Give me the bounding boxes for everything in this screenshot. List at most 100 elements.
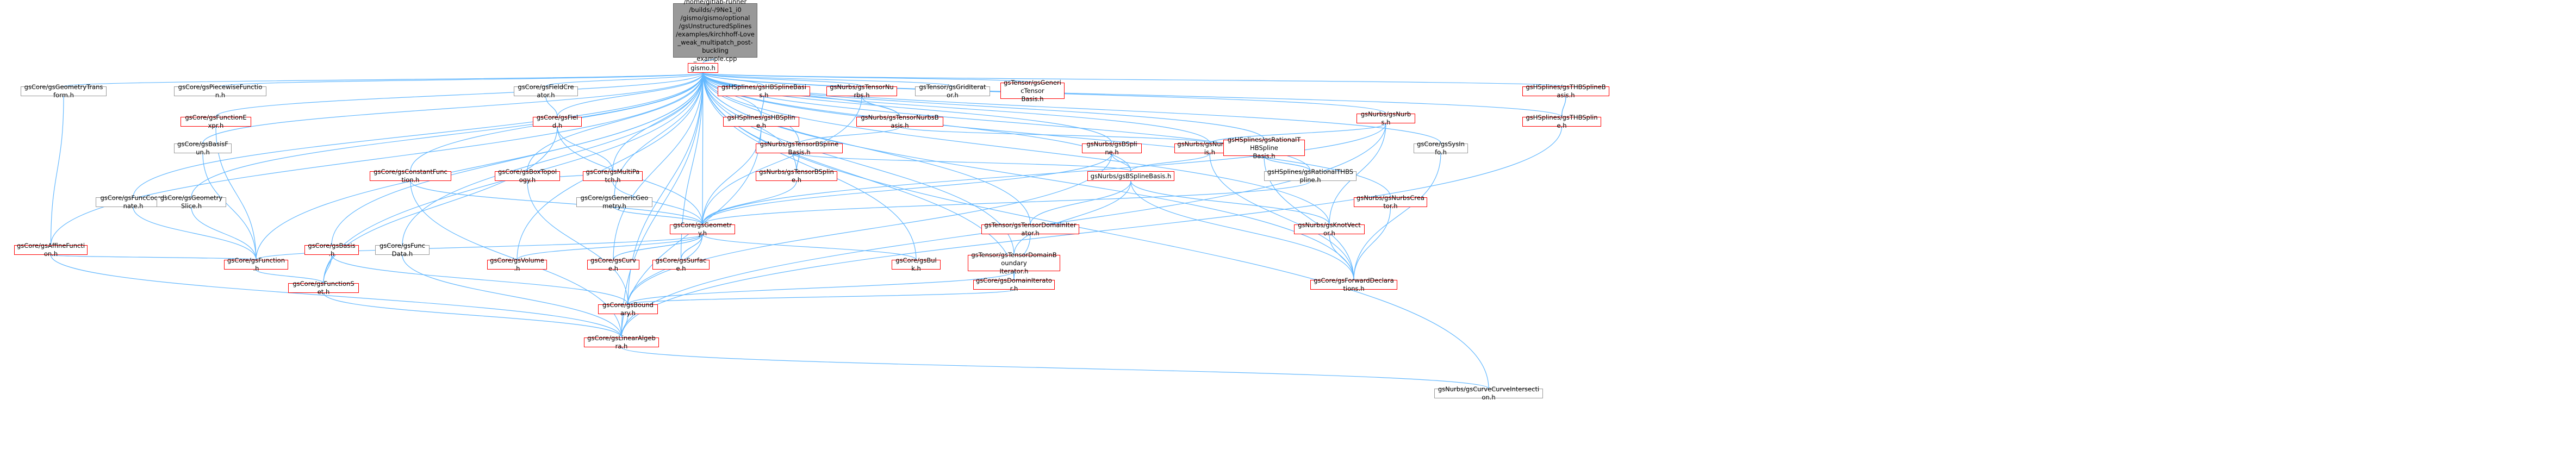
node-tensorDomBound[interactable]: gsTensor/gsTensorDomainBoundary Iterator… bbox=[968, 251, 1060, 275]
node-function[interactable]: gsCore/gsFunction.h bbox=[224, 257, 288, 272]
edge-domIter-to-boundary bbox=[627, 289, 1015, 305]
node-affine[interactable]: gsCore/gsAffineFunction.h bbox=[14, 242, 88, 258]
edge-geometry-to-volume bbox=[517, 234, 703, 260]
edge-gismo-to-boxTopo bbox=[527, 72, 704, 172]
edge-thbSpline-to-thbBasis bbox=[1561, 96, 1566, 117]
edge-affine-to-linAlg bbox=[50, 254, 622, 338]
node-volume[interactable]: gsCore/gsVolume.h bbox=[487, 257, 547, 272]
node-constFunc[interactable]: gsCore/gsConstantFunction.h bbox=[370, 168, 451, 184]
edge-gismo-to-basis bbox=[331, 72, 704, 246]
node-tensorDomIter[interactable]: gsTensor/gsTensorDomainIterator.h bbox=[981, 221, 1079, 237]
node-funcExpr[interactable]: gsCore/gsFunctionExpr.h bbox=[181, 114, 251, 129]
node-domIter[interactable]: gsCore/gsDomainIterator.h bbox=[973, 277, 1055, 292]
node-bspline[interactable]: gsNurbs/gsBSpline.h bbox=[1082, 140, 1142, 156]
node-label: gsTensor/gsTensorDomainBoundary Iterator… bbox=[971, 251, 1057, 275]
node-bsplineBasis[interactable]: gsNurbs/gsBSplineBasis.h bbox=[1087, 171, 1174, 181]
edge-gismo-to-geoTransform bbox=[63, 72, 704, 87]
node-field[interactable]: gsCore/gsField.h bbox=[533, 114, 582, 129]
node-bulk[interactable]: gsCore/gsBulk.h bbox=[892, 257, 941, 272]
node-hbsBasis[interactable]: gsHSplines/gsHBSplineBasis.h bbox=[718, 83, 810, 99]
node-label: gsNurbs/gsBSplineBasis.h bbox=[1090, 172, 1172, 180]
node-funcData[interactable]: gsCore/gsFuncData.h bbox=[375, 242, 430, 258]
node-gismo[interactable]: gismo.h bbox=[688, 63, 718, 73]
node-funcSet[interactable]: gsCore/gsFunctionSet.h bbox=[288, 280, 359, 296]
node-nurbs[interactable]: gsNurbs/gsNurbs.h bbox=[1357, 110, 1415, 126]
edge-bspline-to-bsplineBasis bbox=[1111, 153, 1131, 172]
node-label: gsCore/gsBasis.h bbox=[308, 242, 356, 258]
node-genericGeo[interactable]: gsCore/gsGenericGeometry.h bbox=[576, 194, 652, 210]
node-tensorBS[interactable]: gsNurbs/gsTensorBSpline.h bbox=[756, 168, 837, 184]
node-geoSlice[interactable]: gsCore/gsGeometrySlice.h bbox=[157, 194, 226, 210]
edge-boxTopo-to-boundary bbox=[527, 180, 629, 305]
node-linAlg[interactable]: gsCore/gsLinearAlgebra.h bbox=[584, 334, 659, 350]
node-label: gsCore/gsGeometrySlice.h bbox=[160, 194, 223, 210]
edge-function-to-funcSet bbox=[256, 269, 324, 284]
node-label: gsCore/gsFuncCoordinate.h bbox=[100, 194, 166, 210]
node-geoTransform[interactable]: gsCore/gsGeometryTransform.h bbox=[21, 83, 107, 99]
node-label: gsCore/gsBoundary.h bbox=[602, 301, 654, 317]
node-knotVector[interactable]: gsNurbs/gsKnotVector.h bbox=[1294, 221, 1365, 237]
node-ratTHBSpline[interactable]: gsHSplines/gsRationalTHBSpline.h bbox=[1264, 168, 1357, 184]
edge-fieldCreator-to-field bbox=[545, 96, 558, 117]
edge-geoSlice-to-function bbox=[191, 207, 257, 260]
edge-surface-to-geometry bbox=[680, 234, 703, 260]
node-label: gsCore/gsForwardDeclarations.h bbox=[1314, 277, 1394, 292]
node-label: gsCore/gsGeometry.h bbox=[673, 221, 732, 237]
edge-tensorBS-to-tensorBSBasis bbox=[796, 153, 800, 172]
edge-gismo-to-tensorDomBound bbox=[702, 72, 1015, 255]
edge-gismo-to-multiPatch bbox=[612, 72, 704, 172]
edge-basisFun-to-function bbox=[202, 153, 257, 260]
edge-tensorNurbs-to-geometry bbox=[702, 96, 862, 225]
node-curve[interactable]: gsCore/gsCurve.h bbox=[587, 257, 639, 272]
edge-geoTransform-to-affine bbox=[50, 96, 64, 246]
node-label: gsCore/gsDomainIterator.h bbox=[976, 277, 1052, 292]
node-funcCoord[interactable]: gsCore/gsFuncCoordinate.h bbox=[96, 194, 171, 210]
node-geometry[interactable]: gsCore/gsGeometry.h bbox=[670, 221, 735, 237]
node-multiPatch[interactable]: gsCore/gsMultiPatch.h bbox=[583, 168, 643, 184]
node-tensorBSBasis[interactable]: gsNurbs/gsTensorBSplineBasis.h bbox=[756, 140, 843, 156]
node-basis[interactable]: gsCore/gsBasis.h bbox=[304, 242, 359, 258]
node-label: gismo.h bbox=[690, 64, 715, 72]
edge-gismo-to-funcExpr bbox=[215, 72, 704, 117]
edge-gismo-to-geoSlice bbox=[191, 72, 704, 198]
edge-gismo-to-funcCoord bbox=[133, 72, 704, 198]
node-gridIter[interactable]: gsTensor/gsGridIterator.h bbox=[915, 83, 990, 99]
edge-gismo-to-linAlg bbox=[621, 72, 704, 338]
edge-funcSet-to-linAlg bbox=[323, 292, 622, 338]
node-ratTHB[interactable]: gsHSplines/gsRationalTHBSpline Basis.h bbox=[1223, 136, 1305, 160]
node-label: gsCore/gsLinearAlgebra.h bbox=[587, 334, 656, 350]
node-label: gsNurbs/gsCurveCurveIntersection.h bbox=[1438, 385, 1540, 401]
node-label: gsTensor/gsTensorDomainIterator.h bbox=[984, 221, 1077, 237]
edge-gismo-to-tensorNurbs bbox=[702, 72, 862, 87]
node-basisFun[interactable]: gsCore/gsBasisFun.h bbox=[174, 140, 232, 156]
node-label: gsCore/gsFieldCreator.h bbox=[518, 83, 574, 99]
node-genericTensor[interactable]: gsTensor/gsGenericTensor Basis.h bbox=[1000, 79, 1065, 103]
edge-bspline-to-boundary bbox=[627, 153, 1112, 305]
node-surface[interactable]: gsCore/gsSurface.h bbox=[652, 257, 710, 272]
edge-gismo-to-affine bbox=[50, 72, 704, 246]
node-thbSpline[interactable]: gsHSplines/gsTHBSpline.h bbox=[1522, 114, 1601, 129]
node-label: gsTensor/gsGenericTensor Basis.h bbox=[1004, 78, 1061, 103]
node-piecewise[interactable]: gsCore/gsPiecewiseFunction.h bbox=[174, 83, 266, 99]
node-boxTopo[interactable]: gsCore/gsBoxTopology.h bbox=[495, 168, 560, 184]
node-root[interactable]: /home/gitlab-runner /builds/-/9Ne1_i0 /g… bbox=[673, 0, 757, 62]
node-fieldCreator[interactable]: gsCore/gsFieldCreator.h bbox=[514, 83, 578, 99]
node-label: gsNurbs/gsTensorBSpline.h bbox=[759, 168, 834, 184]
node-fwdDecl[interactable]: gsCore/gsForwardDeclarations.h bbox=[1310, 277, 1397, 292]
node-tensorNurbs[interactable]: gsNurbs/gsTensorNurbs.h bbox=[826, 83, 897, 99]
node-curveInter[interactable]: gsNurbs/gsCurveCurveIntersection.h bbox=[1434, 385, 1543, 401]
node-label: gsNurbs/gsKnotVector.h bbox=[1298, 221, 1361, 237]
node-sysInfo[interactable]: gsCore/gsSysInfo.h bbox=[1414, 140, 1468, 156]
node-tensorNurbsBasis[interactable]: gsNurbs/gsTensorNurbsBasis.h bbox=[856, 114, 943, 129]
node-nurbsCreator[interactable]: gsNurbs/gsNurbsCreator.h bbox=[1354, 194, 1427, 210]
node-thbBasis[interactable]: gsHSplines/gsTHBSplineBasis.h bbox=[1522, 83, 1609, 99]
edge-gismo-to-bulk bbox=[702, 72, 917, 260]
node-boundary[interactable]: gsCore/gsBoundary.h bbox=[598, 301, 658, 317]
edge-hbSpline-to-geometry bbox=[702, 126, 762, 225]
edge-ratTHBSpline-to-ratTHB bbox=[1264, 155, 1311, 172]
edge-gismo-to-piecewise bbox=[220, 72, 704, 87]
edge-thbSpline-to-linAlg bbox=[621, 126, 1563, 338]
node-hbSpline[interactable]: gsHSplines/gsHBSpline.h bbox=[723, 114, 799, 129]
edge-bspline-to-geometry bbox=[702, 153, 1112, 225]
